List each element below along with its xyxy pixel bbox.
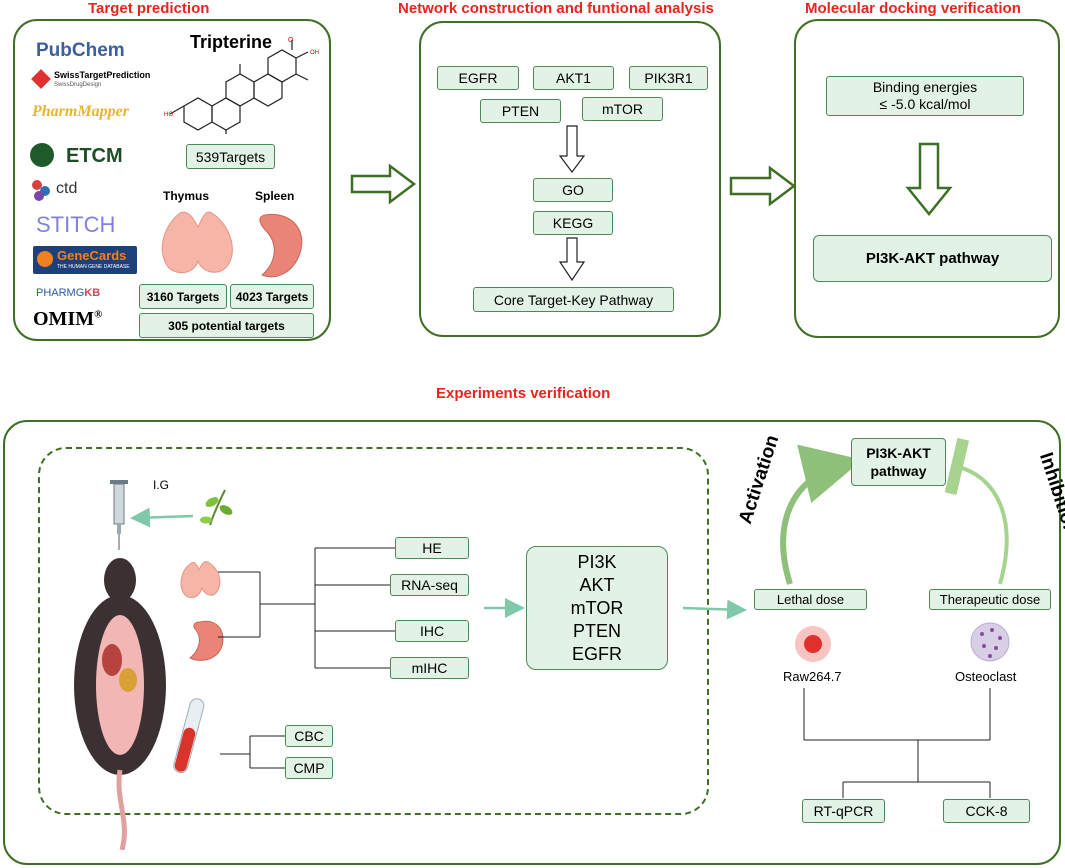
pharmgkb-logo: PHARMGKB <box>36 287 100 299</box>
therapeutic-dose-box: Therapeutic dose <box>929 589 1051 610</box>
ig-arrow <box>130 507 194 528</box>
ctd-dot-purple-icon <box>34 191 44 201</box>
etcm-seal-icon <box>30 143 54 167</box>
spleen-icon <box>259 213 303 278</box>
thymus-label: Thymus <box>163 189 210 203</box>
gene-box: EGFR <box>437 66 519 90</box>
stitch-logo: STITCH <box>36 212 116 237</box>
assay-box: IHC <box>395 620 469 642</box>
blood-assay-box: CMP <box>285 757 333 779</box>
inhibition-arc <box>944 437 1009 585</box>
gene-box: PTEN <box>480 99 561 123</box>
protein-item: mTOR <box>570 597 624 618</box>
thymus-small-icon <box>180 561 221 599</box>
protein-list-box: PI3K AKT mTOR PTEN EGFR <box>526 546 668 670</box>
lethal-dose-box: Lethal dose <box>754 589 867 610</box>
protein-item: PI3K <box>577 551 617 572</box>
experiment-pathway-box: PI3K-AKT pathway <box>851 438 946 486</box>
potential-targets-box: 305 potential targets <box>139 313 314 338</box>
heading-network: Network construction and funtional analy… <box>398 0 714 17</box>
activation-arc <box>780 444 863 585</box>
genecards-text: GeneCards <box>57 248 127 263</box>
carbonyl-o-label: O <box>288 37 294 44</box>
osteoclast-label: Osteoclast <box>955 669 1017 684</box>
cck8-box: CCK-8 <box>943 799 1030 823</box>
swiss-main-text: SwissTargetPrediction <box>54 70 151 80</box>
heading-target-prediction: Target prediction <box>88 0 210 17</box>
thymus-targets-box: 3160 Targets <box>139 284 227 309</box>
mouse-illustrations <box>74 480 233 850</box>
genecards-subtext: THE HUMAN GENE DATABASE <box>57 264 130 270</box>
pharmmapper-logo: PharmMapper <box>32 103 129 120</box>
acid-oh-label: HO <box>164 112 173 118</box>
binding-energy-box: Binding energies ≤ -5.0 kcal/mol <box>826 76 1024 116</box>
pharmgkb-text-b: KB <box>84 287 101 299</box>
binding-line-1: Binding energies <box>872 79 978 95</box>
mouse-icon <box>74 558 166 850</box>
organ-tree-lines <box>218 547 395 669</box>
down-arrow-genes-go <box>558 125 586 173</box>
protein-item: AKT <box>579 574 615 595</box>
heading-docking: Molecular docking verification <box>805 0 1021 17</box>
arrow-to-doses <box>682 599 747 620</box>
genecards-icon <box>37 251 53 267</box>
pathway-line-2: pathway <box>870 463 927 479</box>
syringe-icon <box>110 480 128 550</box>
assay-box: mIHC <box>390 657 469 679</box>
pharmgkb-text-a: PHARMG <box>36 287 85 299</box>
arrow-to-network <box>350 163 417 205</box>
thymus-icon <box>161 211 233 274</box>
swiss-sub-text: SwissDrugDesign <box>54 82 102 88</box>
blood-assay-box: CBC <box>285 725 333 747</box>
down-arrow-docking <box>905 142 953 216</box>
tripterine-structure: O OH HO <box>164 37 319 134</box>
protein-item: EGFR <box>571 643 622 664</box>
assay-box: RNA-seq <box>390 574 469 596</box>
experiment-dashed-frame <box>38 447 709 815</box>
docking-pathway-box: PI3K-AKT pathway <box>813 235 1052 282</box>
ctd-dot-red-icon <box>32 180 42 190</box>
rtqpcr-box: RT-qPCR <box>802 799 885 823</box>
spleen-targets-box: 4023 Targets <box>230 284 314 309</box>
core-target-box: Core Target-Key Pathway <box>473 287 674 312</box>
ctd-text: ctd <box>56 180 78 197</box>
go-box: GO <box>533 178 613 202</box>
spleen-small-icon <box>189 620 224 661</box>
compound-name: Tripterine <box>190 32 273 52</box>
kegg-box: KEGG <box>533 211 613 235</box>
gene-box: AKT1 <box>533 66 614 90</box>
arrow-to-docking <box>729 165 797 207</box>
ctd-dot-blue-icon <box>40 186 50 196</box>
pubchem-logo: PubChem <box>36 40 125 61</box>
omim-registered-mark: ® <box>94 308 103 321</box>
gene-box: mTOR <box>582 97 663 121</box>
ig-label: I.G <box>153 478 170 492</box>
omim-text: OMIM <box>33 308 95 330</box>
pathway-line-1: PI3K-AKT <box>866 445 931 461</box>
genecards-logo: GeneCards THE HUMAN GENE DATABASE <box>33 246 137 274</box>
organ-illustrations <box>161 211 303 278</box>
plant-icon <box>200 489 233 526</box>
omim-logo: OMIM® <box>33 308 102 331</box>
etcm-text: ETCM <box>66 145 123 167</box>
gene-box: PIK3R1 <box>629 66 708 90</box>
blood-tree-lines <box>220 735 285 769</box>
blood-tube-icon <box>173 698 205 774</box>
osteoclast-cell-icon <box>970 622 1010 662</box>
protein-item: PTEN <box>572 620 621 641</box>
binding-line-2: ≤ -5.0 kcal/mol <box>879 96 971 112</box>
cell-tree-lines <box>803 688 991 798</box>
raw264-label: Raw264.7 <box>783 669 842 684</box>
spleen-label: Spleen <box>255 189 295 203</box>
heading-experiments: Experiments verification <box>436 385 611 402</box>
hydroxyl-label: OH <box>310 50 319 56</box>
down-arrow-kegg-core <box>558 237 586 282</box>
assay-box: HE <box>395 537 469 559</box>
targets-539-box: 539Targets <box>186 144 275 169</box>
